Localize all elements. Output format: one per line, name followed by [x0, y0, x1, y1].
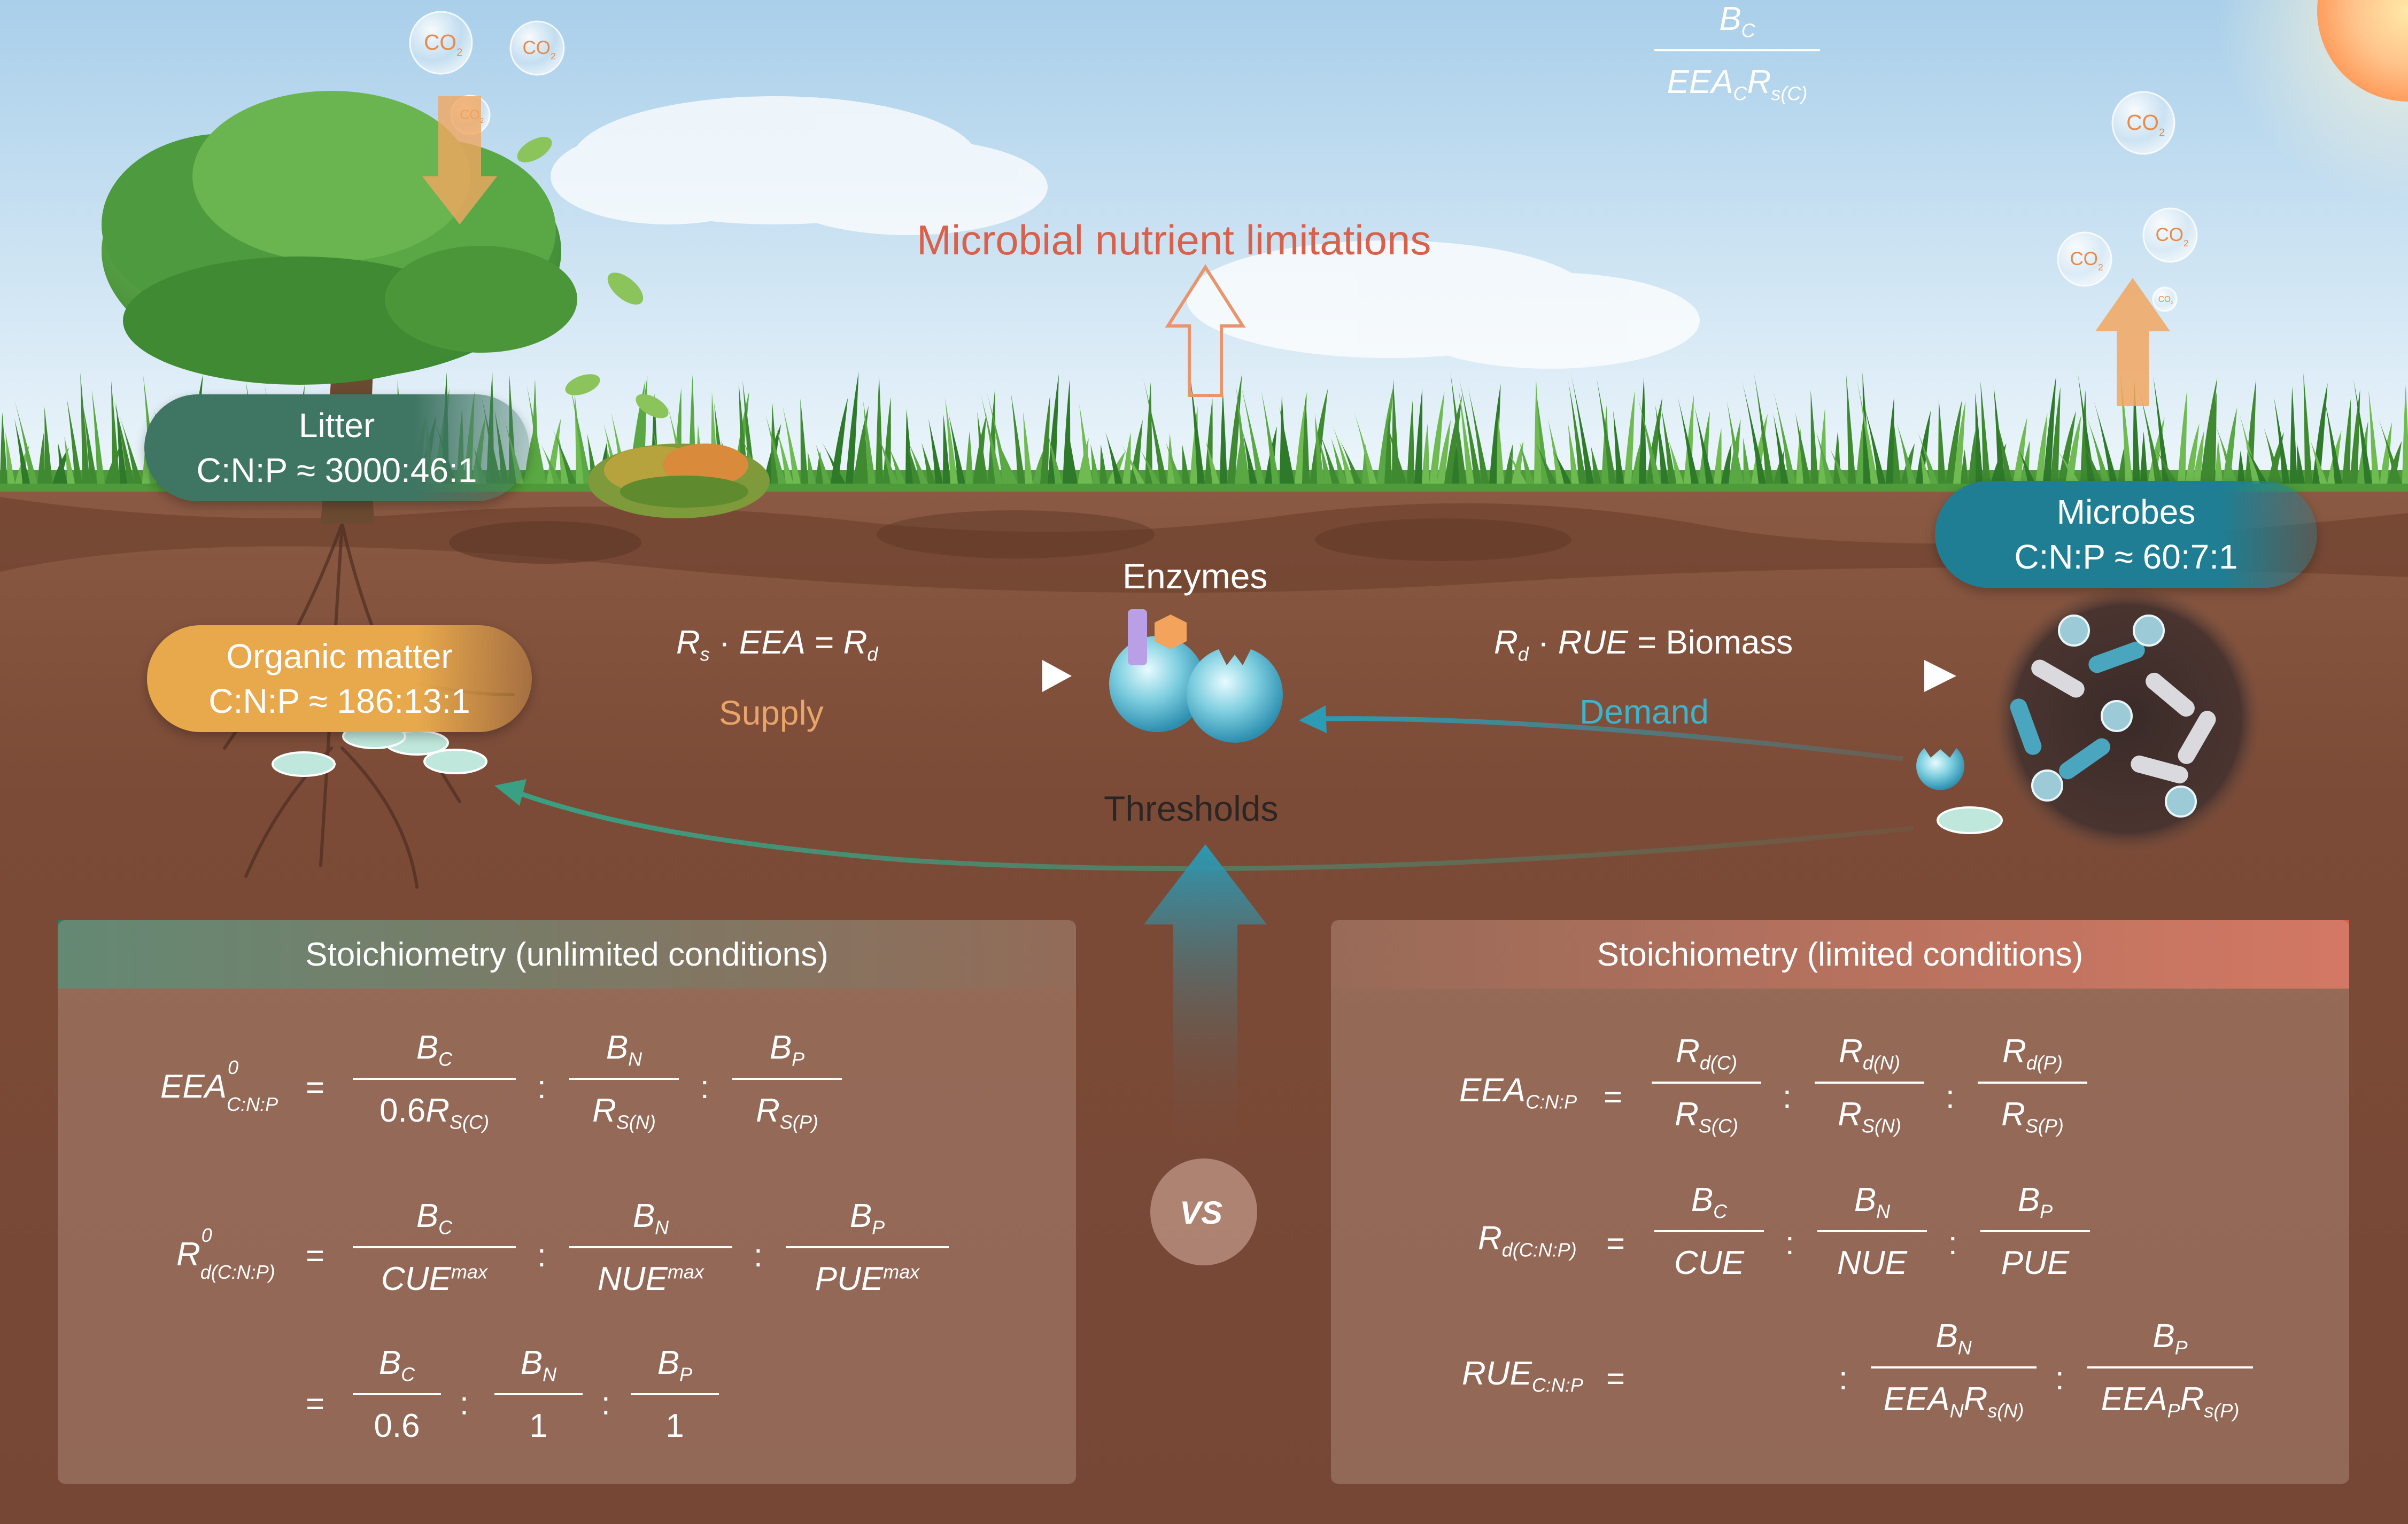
organic-matter-pill: Organic matter C:N:P ≈ 186:13:1 — [147, 625, 532, 732]
demand-label: Demand — [1579, 693, 1709, 731]
co2-text: CO2 — [2158, 295, 2173, 305]
litter-pile — [588, 444, 770, 518]
panel-limited-title: Stoichiometry (limited conditions) — [1597, 936, 2084, 973]
litter-label: Litter — [298, 406, 375, 445]
thresholds-label: Thresholds — [1104, 789, 1279, 828]
co2-text: CO2 — [2070, 248, 2103, 273]
panel-unlimited: Stoichiometry (unlimited conditions) — [58, 920, 1076, 1484]
microbes-ratio: C:N:P ≈ 60:7:1 — [2014, 538, 2238, 576]
litter-ratio: C:N:P ≈ 3000:46:1 — [196, 451, 477, 489]
panel-unlimited-title: Stoichiometry (unlimited conditions) — [305, 936, 829, 973]
supply-label: Supply — [719, 694, 824, 732]
organic-matter-label: Organic matter — [226, 637, 453, 675]
litter-pill: Litter C:N:P ≈ 3000:46:1 — [144, 394, 529, 501]
organic-matter-ratio: C:N:P ≈ 186:13:1 — [208, 682, 470, 720]
co2-text: CO2 — [2126, 110, 2165, 139]
co2-text: CO2 — [523, 37, 556, 61]
microbes-label: Microbes — [2056, 493, 2196, 531]
microbe-cluster — [1994, 585, 2261, 852]
grass — [0, 371, 2408, 492]
enzymes-label: Enzymes — [1122, 556, 1268, 596]
co2-text: CO2 — [424, 30, 462, 59]
diagram-title: Microbial nutrient limitations — [917, 216, 1431, 263]
microbes-pill: Microbes C:N:P ≈ 60:7:1 — [1935, 481, 2317, 588]
panel-limited: Stoichiometry (limited conditions) — [1331, 920, 2349, 1484]
co2-text: CO2 — [2156, 224, 2189, 248]
demand-equation: Rd · RUE = Biomass — [1494, 624, 1793, 665]
supply-equation: Rs · EEA = Rd — [676, 624, 878, 665]
enzymes-illustration — [1109, 609, 1283, 743]
vs-label: VS — [1180, 1195, 1223, 1231]
